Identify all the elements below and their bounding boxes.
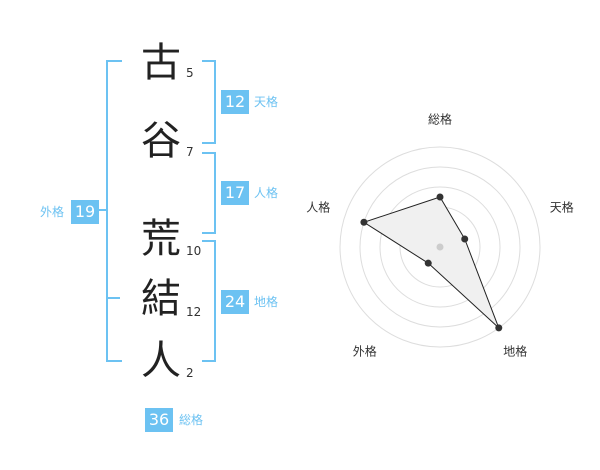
jinkaku-label: 人格 [254, 186, 279, 200]
stroke-count-2: 7 [186, 145, 194, 159]
radar-point-4 [360, 218, 368, 226]
radar-axis-label-soukaku: 総格 [427, 112, 453, 127]
tenkaku-bracket [202, 60, 216, 144]
stroke-count-3: 10 [186, 244, 202, 258]
soukaku-value-badge: 36 [145, 408, 173, 432]
radar-axis-label-jinkaku: 人格 [306, 200, 331, 215]
jinkaku-value-badge: 17 [221, 181, 249, 205]
radar-ring-5 [339, 146, 541, 348]
soukaku-label: 総格 [179, 413, 204, 427]
radar-point-1 [461, 235, 469, 243]
jinkaku-bracket [202, 152, 216, 234]
stroke-count-1: 5 [186, 66, 194, 80]
radar-ring-3 [379, 186, 501, 308]
stroke-count-4: 12 [186, 305, 202, 319]
radar-ring-4 [359, 166, 521, 328]
radar-point-2 [495, 324, 503, 332]
name-char-2: 谷 [141, 118, 181, 164]
tenkaku-value-badge: 12 [221, 90, 249, 114]
gaikaku-bracket-tick-mid [106, 297, 120, 299]
tenkaku-label: 天格 [254, 95, 279, 109]
radar-center-dot [436, 243, 444, 251]
radar-points [360, 193, 503, 332]
chikaku-value-badge: 24 [221, 290, 249, 314]
gaikaku-bracket-tick-top [92, 209, 106, 211]
stroke-count-5: 2 [186, 366, 194, 380]
gaikaku-label: 外格 [40, 205, 65, 219]
name-char-3: 荒 [141, 216, 181, 262]
name-char-4: 結 [141, 276, 181, 322]
chikaku-bracket [202, 240, 216, 362]
chikaku-label: 地格 [254, 295, 279, 309]
gaikaku-bracket [106, 60, 122, 362]
name-char-1: 古 [141, 40, 181, 86]
gaikaku-value-badge: 19 [71, 200, 99, 224]
radar-axis-label-chikaku: 地格 [503, 344, 528, 359]
radar-axis-label-tenkaku: 天格 [549, 200, 574, 215]
radar-point-3 [424, 259, 432, 267]
radar-axis-label-gaikaku: 外格 [352, 344, 377, 359]
name-char-5: 人 [141, 338, 181, 384]
radar-point-0 [436, 193, 444, 201]
